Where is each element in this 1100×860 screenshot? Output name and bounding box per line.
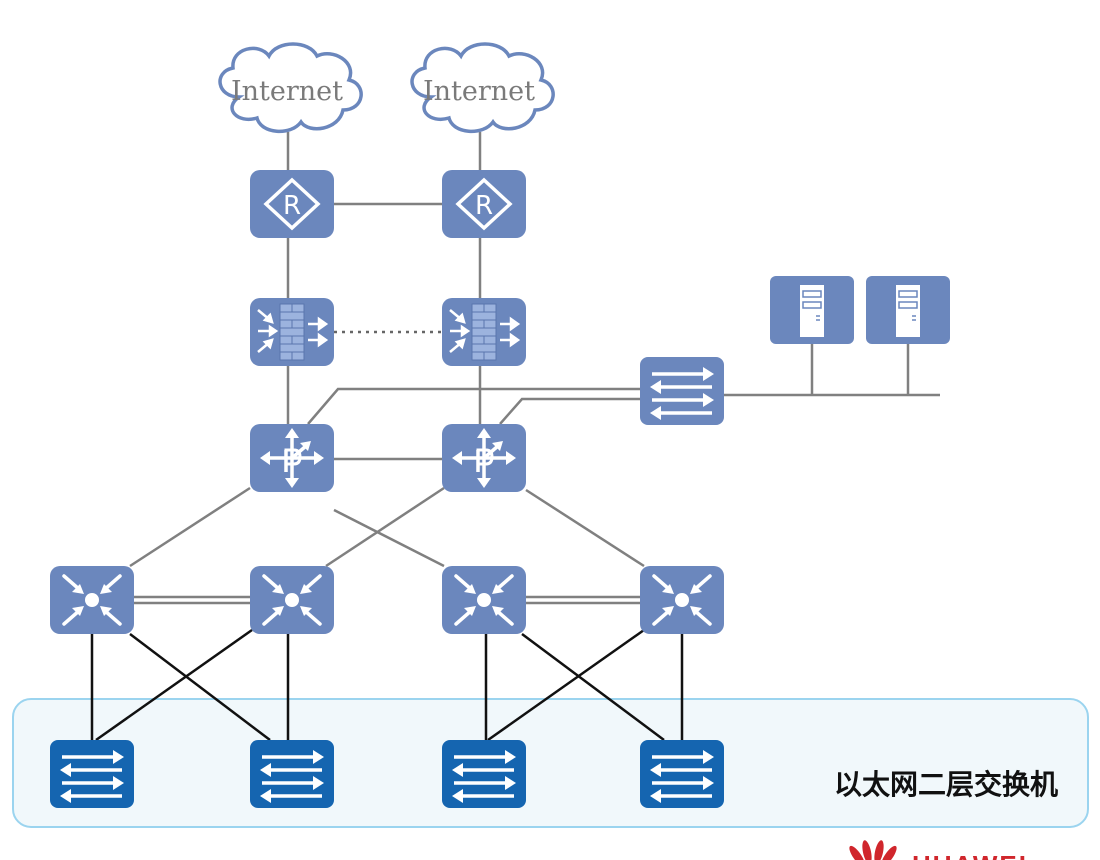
layer2-switch-icon: [48, 738, 136, 810]
router-icon: [440, 168, 528, 240]
server-icon: [769, 275, 855, 345]
core-router-icon: [248, 422, 336, 494]
cloud-label: Internet: [231, 76, 343, 107]
internet-cloud-right: Internet: [410, 42, 555, 134]
server-icon: [865, 275, 951, 345]
internet-cloud-left: Internet: [218, 42, 363, 134]
huawei-logo-icon: [849, 840, 897, 860]
layer2-switch-icon: [638, 355, 726, 427]
layer3-switch-icon: [48, 564, 136, 636]
brand-text: HUAWEI: [912, 850, 1028, 860]
layer3-switch-icon: [440, 564, 528, 636]
firewall-icon: [440, 296, 528, 368]
firewall-icon: [248, 296, 336, 368]
core-router-icon: [440, 422, 528, 494]
router-icon: [248, 168, 336, 240]
layer2-switch-icon: [440, 738, 528, 810]
layer2-switch-icon: [248, 738, 336, 810]
access-zone: [12, 698, 1089, 828]
cloud-label: Internet: [423, 76, 535, 107]
layer2-switch-icon: [638, 738, 726, 810]
links: [129, 132, 940, 605]
layer3-switch-icon: [248, 564, 336, 636]
access-zone-label: 以太网二层交换机: [834, 768, 1058, 801]
layer3-switch-icon: [638, 564, 726, 636]
access-links: [90, 628, 684, 742]
huawei-logo: HUAWEI: [849, 840, 1028, 860]
